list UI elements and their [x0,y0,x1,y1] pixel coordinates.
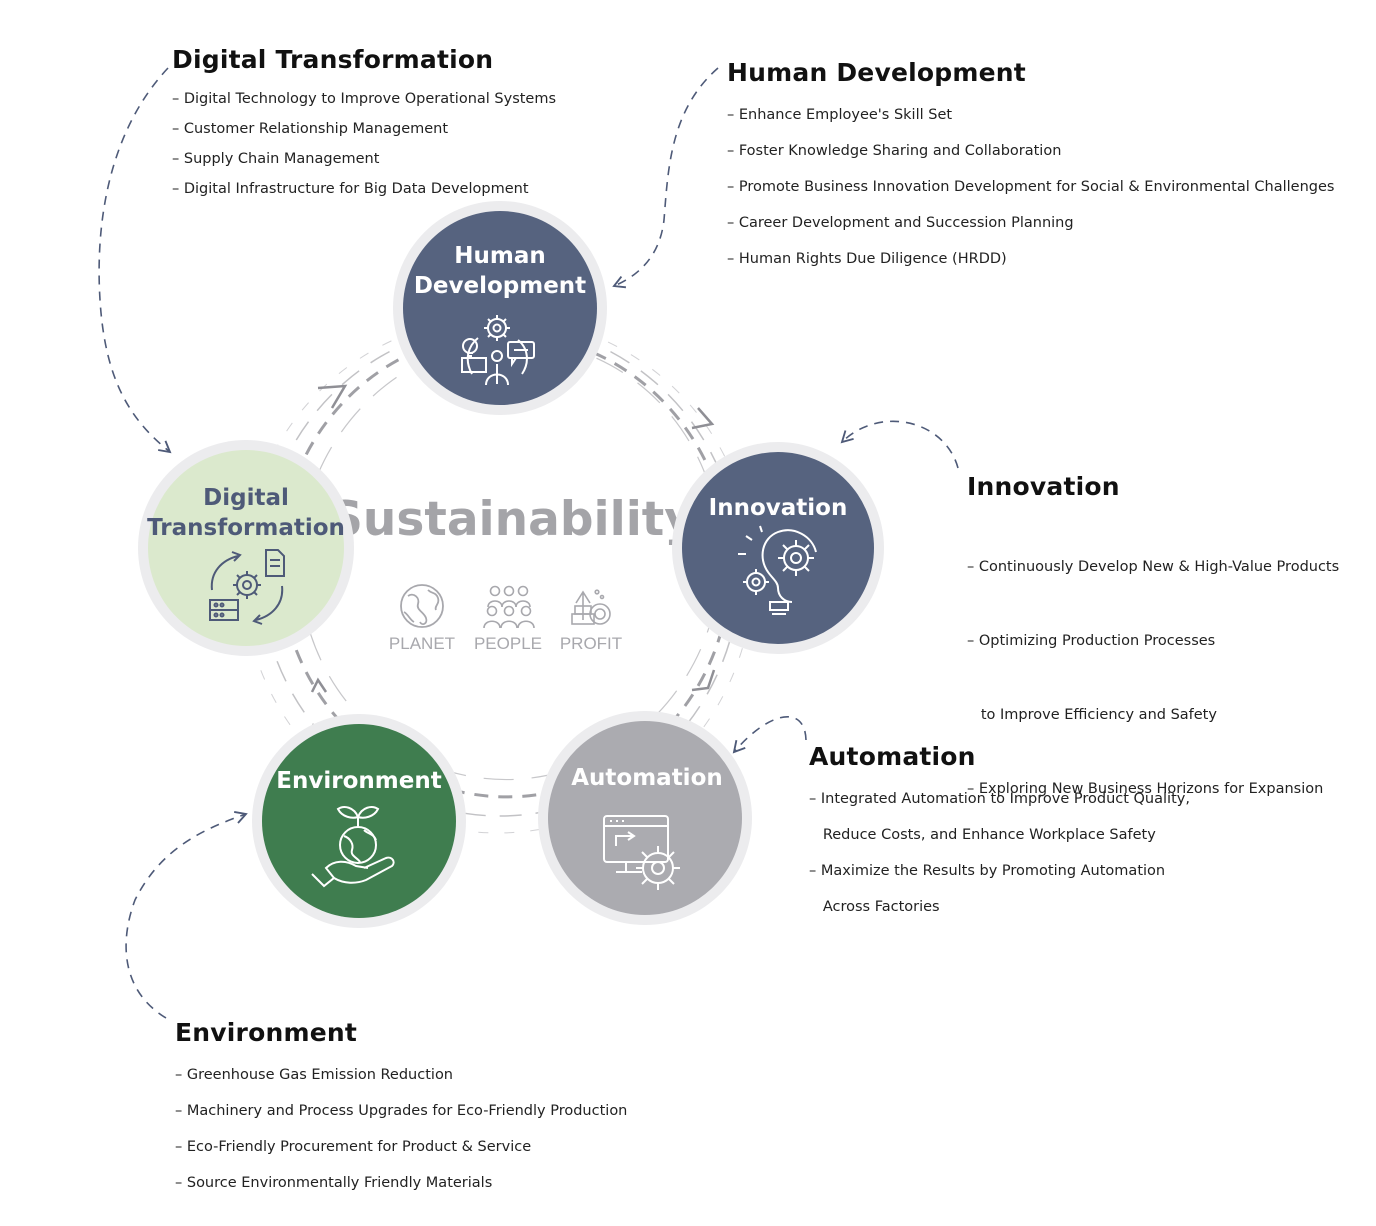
list-item: – Optimizing Production Processes [967,633,1216,649]
block-title: Environment [175,1018,357,1047]
connector-environment [125,811,248,1019]
list-item: – Human Rights Due Diligence (HRDD) [727,251,1007,267]
connector-automation [732,716,807,754]
list-item: – Exploring New Business Horizons for Ex… [967,781,1324,797]
connector-digital [98,67,172,454]
connector-arrows [98,67,959,1019]
node-title: Innovation [709,495,848,521]
connector-human [612,67,719,289]
block-list: – Integrated Automation to Improve Produ… [809,781,1190,925]
list-item: – Customer Relationship Management [172,121,449,137]
globe-icon [400,584,444,628]
hand-globe-sprout-icon [311,806,395,888]
center-title: Sustainability [329,492,695,547]
node-human-development: Human Development [393,201,607,415]
list-item: – Integrated Automation to Improve Produ… [809,791,1190,807]
node-title-line1: Human [454,243,545,269]
orbit-arrowheads [310,384,716,693]
node-automation: Automation [538,711,752,925]
pillar-label: PLANET [389,634,455,653]
lightbulb-gears-icon [738,525,817,615]
list-item: – Eco-Friendly Procurement for Product &… [175,1139,532,1155]
list-item: – Promote Business Innovation Developmen… [727,179,1335,195]
list-item: – Greenhouse Gas Emission Reduction [175,1067,453,1083]
node-environment: Environment [252,714,466,928]
list-item: – Continuously Develop New & High-Value … [967,559,1340,575]
pillar-planet: PLANET [389,584,455,653]
monitor-gear-icon [603,815,680,890]
pillar-profit: PROFIT [560,589,622,653]
node-title-line1: Digital [203,485,289,511]
pillar-people: PEOPLE [474,585,542,653]
list-item: – Digital Infrastructure for Big Data De… [172,181,529,197]
people-idea-gear-icon [461,315,535,386]
pillar-label: PEOPLE [474,634,542,653]
list-item: – Enhance Employee's Skill Set [727,107,953,123]
digital-cycle-gear-icon [209,549,285,625]
node-title: Automation [571,765,723,791]
block-title: Digital Transformation [172,45,494,74]
node-digital-transformation: Digital Transformation [138,440,354,656]
list-item: – Maximize the Results by Promoting Auto… [809,863,1166,879]
list-item: – Machinery and Process Upgrades for Eco… [175,1103,628,1119]
node-innovation: Innovation [672,442,884,654]
block-title: Automation [809,742,976,771]
people-group-icon [483,585,535,629]
list-item: to Improve Efficiency and Safety [967,707,1217,723]
block-innovation: Innovation – Continuously Develop New & … [967,472,1339,845]
list-item: – Source Environmentally Friendly Materi… [175,1175,493,1191]
block-human-development: Human Development – Enhance Employee's S… [727,58,1334,277]
block-automation: Automation – Integrated Automation to Im… [809,742,1190,925]
node-title-line2: Transformation [147,515,345,541]
block-list: – Continuously Develop New & High-Value … [967,511,1339,845]
block-list: – Enhance Employee's Skill Set – Foster … [727,97,1334,277]
block-list: – Greenhouse Gas Emission Reduction – Ma… [175,1057,627,1201]
list-item: – Supply Chain Management [172,151,380,167]
block-digital-transformation: Digital Transformation – Digital Technol… [172,45,556,204]
block-title: Human Development [727,58,1026,87]
node-title-line2: Development [414,273,586,299]
list-item: – Foster Knowledge Sharing and Collabora… [727,143,1062,159]
connector-innovation [840,420,959,469]
list-item: Across Factories [809,899,940,915]
list-item: – Digital Technology to Improve Operatio… [172,91,557,107]
block-title: Innovation [967,472,1120,501]
pillar-label: PROFIT [560,634,622,653]
node-title: Environment [276,768,441,794]
list-item: Reduce Costs, and Enhance Workplace Safe… [809,827,1156,843]
profit-growth-icon [571,589,611,625]
list-item: – Career Development and Succession Plan… [727,215,1074,231]
block-environment: Environment – Greenhouse Gas Emission Re… [175,1018,627,1201]
block-list: – Digital Technology to Improve Operatio… [172,84,556,204]
